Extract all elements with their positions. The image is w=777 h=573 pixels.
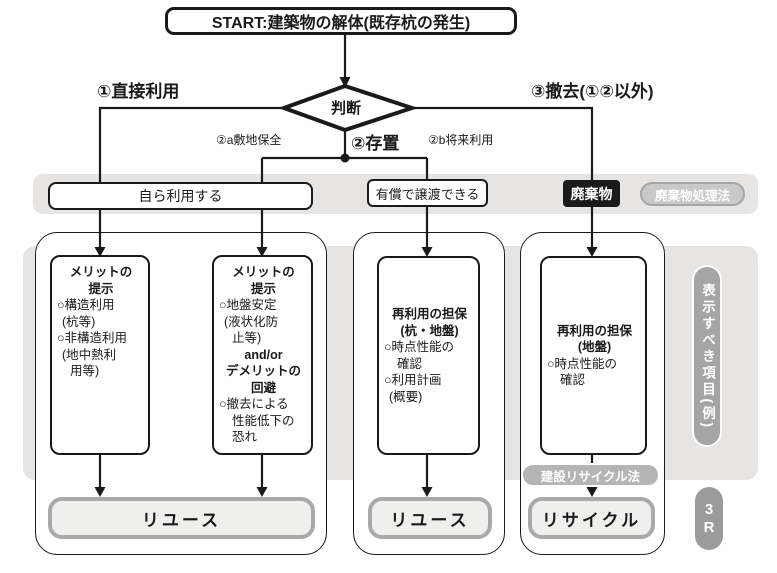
branch-junction-dot: [340, 153, 350, 163]
construction-recycle-law-badge: 建設リサイクル法: [521, 463, 660, 487]
self-use-label: 自ら利用する: [138, 188, 223, 204]
result-label: リユース: [141, 510, 222, 530]
detail-item: ○時点性能の: [547, 356, 618, 371]
detail-title: 再利用の担保: [556, 323, 632, 338]
detail-item: 止等): [232, 331, 262, 345]
detail-title: メリットの: [69, 265, 133, 279]
three-r-label: 3R: [700, 500, 718, 537]
display-items-label: 表示すべき項目(例): [700, 282, 715, 430]
detail-item: (液状化防: [224, 314, 279, 329]
detail-item: 恐れ: [232, 430, 258, 444]
branch-label-site-preservation: ②a敷地保全: [216, 133, 282, 147]
branch-label-future-use: ②b将来利用: [428, 133, 494, 147]
detail-item: (概要): [389, 389, 423, 404]
start-label: START:建築物の解体(既存杭の発生): [211, 15, 471, 32]
detail-title: 提示: [88, 281, 114, 296]
decision-diamond: [278, 83, 419, 133]
detail-item: ○時点性能の: [384, 340, 455, 354]
detail-item: 確認: [560, 373, 586, 387]
branch-label-removal: ③撤去(①②以外): [531, 82, 654, 101]
detail-item: (地中熱利: [62, 347, 117, 362]
detail-item: 性能低下の: [232, 413, 295, 428]
detail-box-reuse-guarantee-ground: 再利用の担保 (地盤) ○時点性能の 確認: [540, 256, 647, 455]
start-node: START:建築物の解体(既存杭の発生): [165, 7, 517, 35]
detail-box-merit-demerit: メリットの 提示 ○地盤安定 (液状化防 止等) and/or デメリットの 回…: [212, 255, 313, 455]
detail-item: ○非構造利用: [57, 331, 128, 345]
result-label: リサイクル: [541, 510, 642, 530]
decision-label: 判断: [331, 99, 361, 117]
display-items-side-pill: 表示すべき項目(例): [692, 265, 722, 447]
paid-transfer-box: 有償で譲渡できる: [367, 179, 488, 207]
detail-item: ○構造利用: [57, 298, 115, 312]
three-r-pill: 3R: [695, 487, 723, 550]
paid-transfer-label: 有償で譲渡できる: [375, 186, 480, 202]
branch-label-direct-use: ①直接利用: [97, 82, 180, 101]
detail-item: 確認: [397, 356, 423, 371]
construction-recycle-law-label: 建設リサイクル法: [540, 469, 641, 484]
waste-box: 廃棄物: [563, 180, 620, 207]
detail-box-reuse-guarantee-pile-ground: 再利用の担保 (杭・地盤) ○時点性能の 確認 ○利用計画 (概要): [377, 256, 480, 455]
detail-andor: and/or: [244, 347, 283, 362]
detail-item: ○撤去による: [219, 397, 289, 411]
arrowhead-into-decision: [339, 77, 351, 88]
detail-title: (杭・地盤): [400, 323, 459, 338]
detail-title: (地盤): [577, 340, 612, 354]
waste-law-badge: 廃棄物処理法: [640, 182, 745, 206]
detail-item: (杭等): [62, 314, 96, 329]
detail-box-merit-direct: メリットの 提示 ○構造利用 (杭等) ○非構造利用 (地中熱利 用等): [50, 255, 150, 455]
result-recycle: リサイクル: [528, 497, 655, 539]
result-label: リユース: [390, 510, 470, 530]
result-reuse-leave: リユース: [368, 497, 492, 539]
branch-label-leave-in-place: ②存置: [351, 134, 400, 153]
detail-item: ○地盤安定: [219, 298, 277, 312]
detail-title: デメリットの: [225, 364, 301, 378]
waste-law-badge-label: 廃棄物処理法: [654, 188, 730, 203]
self-use-box: 自ら利用する: [48, 182, 313, 210]
detail-item: ○利用計画: [384, 373, 442, 387]
detail-title: 再利用の担保: [391, 307, 467, 321]
result-reuse-direct: リユース: [48, 497, 315, 539]
waste-label: 廃棄物: [570, 185, 613, 202]
detail-title: 提示: [250, 281, 276, 296]
detail-item: 用等): [70, 364, 100, 378]
detail-title: 回避: [250, 380, 276, 395]
detail-title: メリットの: [232, 265, 295, 279]
